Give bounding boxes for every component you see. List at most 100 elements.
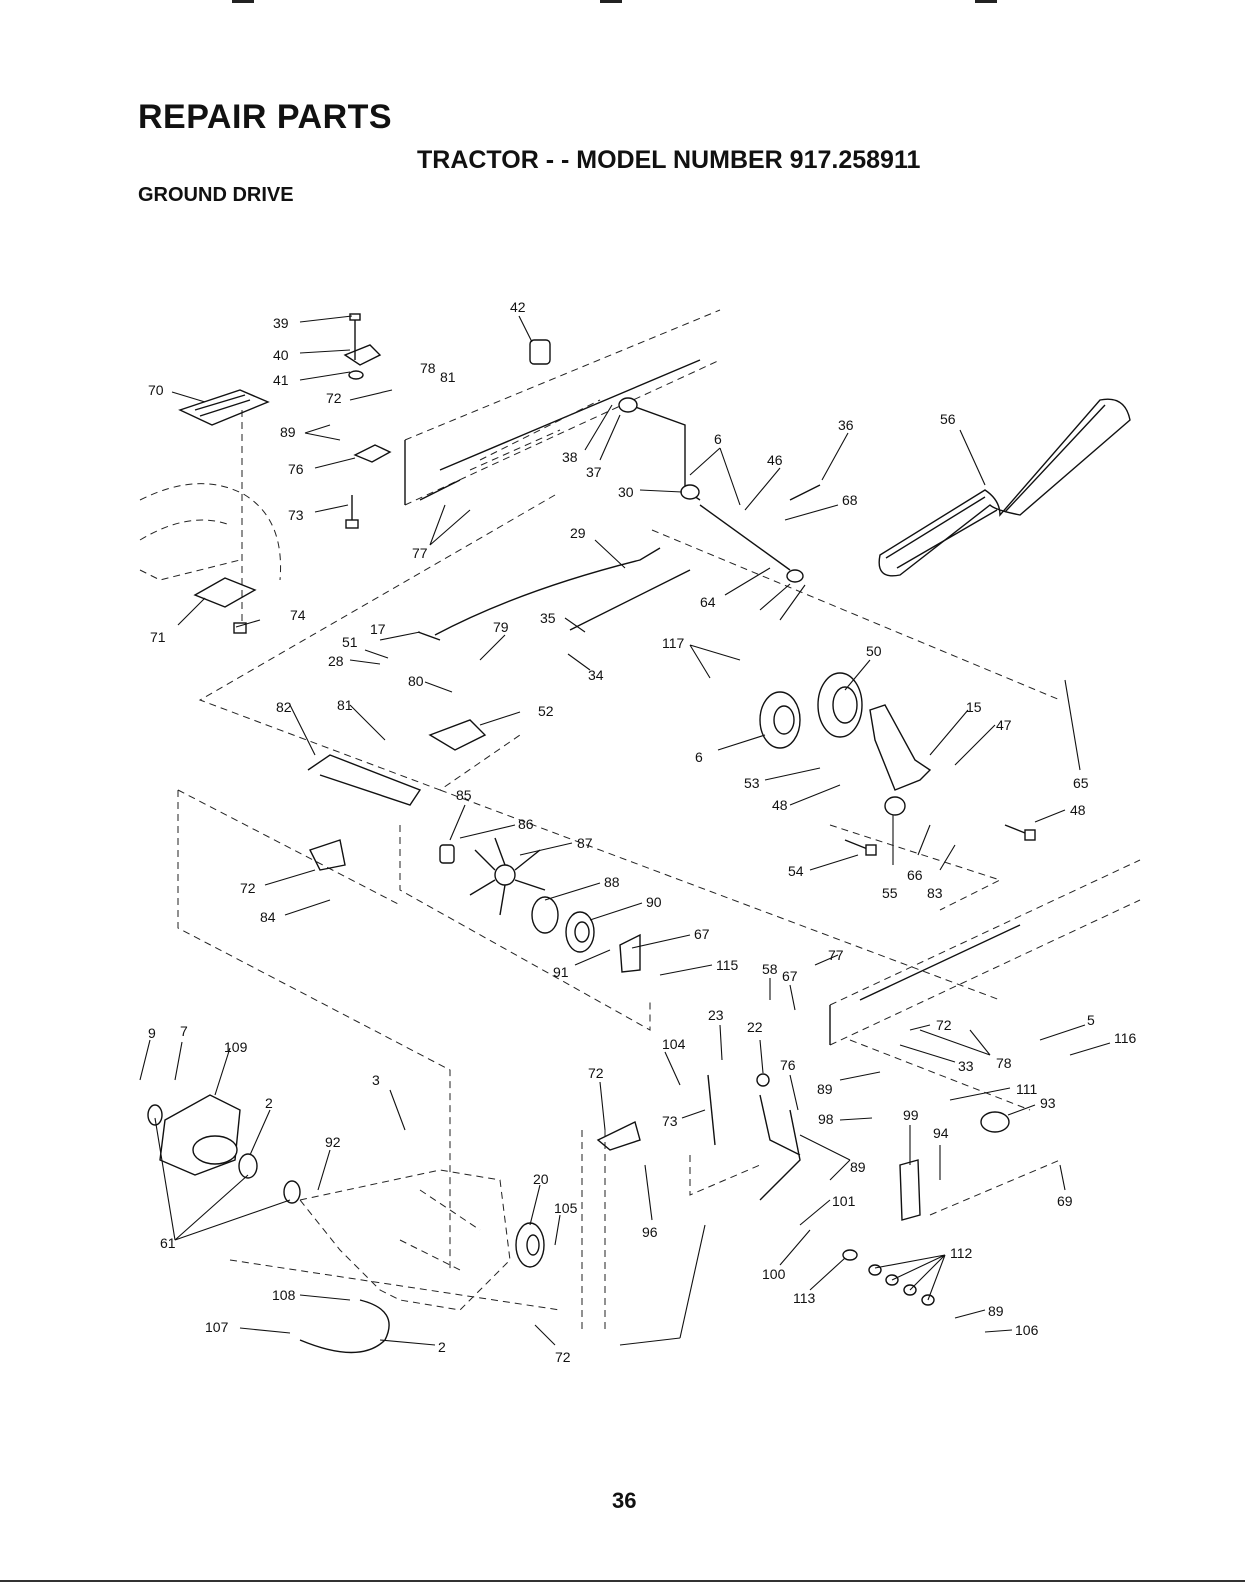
callout: 90 (646, 894, 662, 910)
callout: 89 (850, 1159, 866, 1175)
part-52-pulley (759, 691, 801, 749)
callout: 70 (148, 382, 164, 398)
fender-outline (139, 483, 282, 581)
callout: 54 (788, 863, 804, 879)
part-80-bracket (428, 719, 487, 751)
callout: 93 (1040, 1095, 1056, 1111)
callout: 2 (265, 1095, 273, 1111)
callout: 30 (618, 484, 634, 500)
part-86-fan (469, 837, 546, 916)
part-50-pulley (817, 672, 863, 738)
callout: 79 (493, 619, 509, 635)
callout: 48 (772, 797, 788, 813)
part-61-pulley (515, 1222, 545, 1268)
callout: 98 (818, 1111, 834, 1127)
callout: 38 (562, 449, 578, 465)
callout: 40 (273, 347, 289, 363)
callout: 69 (1057, 1193, 1073, 1209)
callout: 107 (205, 1319, 229, 1335)
callout: 5 (1087, 1012, 1095, 1028)
part-98-bracket (899, 1159, 921, 1221)
callout: 111 (1016, 1081, 1037, 1097)
callout: 72 (936, 1017, 952, 1033)
part-87-88-pulley (531, 896, 595, 953)
callout: 89 (817, 1081, 833, 1097)
part-104-bracket (596, 1121, 641, 1151)
part-23-22-lever (756, 1073, 801, 1201)
callout: 82 (276, 699, 292, 715)
callout: 77 (828, 947, 844, 963)
part-69-hub (147, 1094, 301, 1204)
callout: 94 (933, 1125, 949, 1141)
callout: 55 (882, 885, 898, 901)
callout: 17 (370, 621, 386, 637)
callout: 68 (842, 492, 858, 508)
callout: 92 (325, 1134, 341, 1150)
page-number: 36 (612, 1488, 637, 1513)
callout: 56 (940, 411, 956, 427)
callout: 101 (832, 1193, 856, 1209)
part-36-spring (789, 484, 821, 501)
callout: 78 (996, 1055, 1012, 1071)
callout: 72 (326, 390, 342, 406)
part-84-bushing (439, 844, 455, 864)
callout: 105 (554, 1200, 578, 1216)
part-42-bushing (529, 339, 551, 365)
callout: 46 (767, 452, 783, 468)
part-56-belt (878, 398, 1131, 577)
part-transaxle (299, 1169, 511, 1311)
assembly-guide-lines (177, 410, 1061, 1330)
callout: 83 (927, 885, 943, 901)
callout: 66 (907, 867, 923, 883)
callout: 9 (148, 1025, 156, 1041)
page-bottom-rule (0, 1580, 1245, 1582)
callout: 78 (420, 360, 436, 376)
part-74-bolt (233, 622, 247, 634)
callout: 22 (747, 1019, 763, 1035)
part-93-link (707, 1074, 716, 1146)
part-70-pedal-pad (178, 389, 270, 426)
model-number-heading: TRACTOR - - MODEL NUMBER 917.258911 (417, 146, 921, 174)
part-39-40-41-bolt-clamp (343, 313, 382, 380)
frame-rail-lower (829, 859, 1141, 1046)
callout: 72 (240, 880, 256, 896)
callout: 108 (272, 1287, 296, 1303)
frame-rail-upper (404, 309, 721, 506)
part-76-bracket (353, 444, 392, 463)
callout: 42 (510, 299, 526, 315)
callout: 35 (540, 610, 556, 626)
callout: 33 (958, 1058, 974, 1074)
callout: 20 (533, 1171, 549, 1187)
callout: 89 (280, 424, 296, 440)
callout: 96 (642, 1224, 658, 1240)
callout: 72 (555, 1349, 571, 1365)
part-54-idler-bracket (869, 704, 932, 816)
leader-lines (139, 315, 1111, 1346)
callout: 2 (438, 1339, 446, 1355)
callout: 48 (1070, 802, 1086, 818)
callout: 109 (224, 1039, 248, 1055)
callout: 37 (586, 464, 602, 480)
callout: 51 (342, 634, 358, 650)
callout: 67 (782, 968, 798, 984)
callout: 116 (1114, 1030, 1137, 1046)
callout: 41 (273, 372, 289, 388)
callout: 106 (1015, 1322, 1039, 1338)
part-73-bolt (345, 495, 359, 529)
section-heading: GROUND DRIVE (138, 184, 294, 206)
callout: 88 (604, 874, 620, 890)
callout: 15 (966, 699, 982, 715)
part-30-pedal-shaft (618, 397, 791, 571)
part-90-bracket (619, 933, 641, 973)
part-101-washers (842, 1249, 935, 1306)
callout: 23 (708, 1007, 724, 1023)
callout: 73 (662, 1113, 678, 1129)
callout: 113 (793, 1290, 816, 1306)
callout: 89 (988, 1303, 1004, 1319)
callout: 117 (662, 635, 685, 651)
callout: 73 (288, 507, 304, 523)
callout: 115 (716, 957, 739, 973)
part-111-bushing (980, 1111, 1010, 1133)
callout: 86 (518, 816, 534, 832)
callout: 39 (273, 315, 289, 331)
